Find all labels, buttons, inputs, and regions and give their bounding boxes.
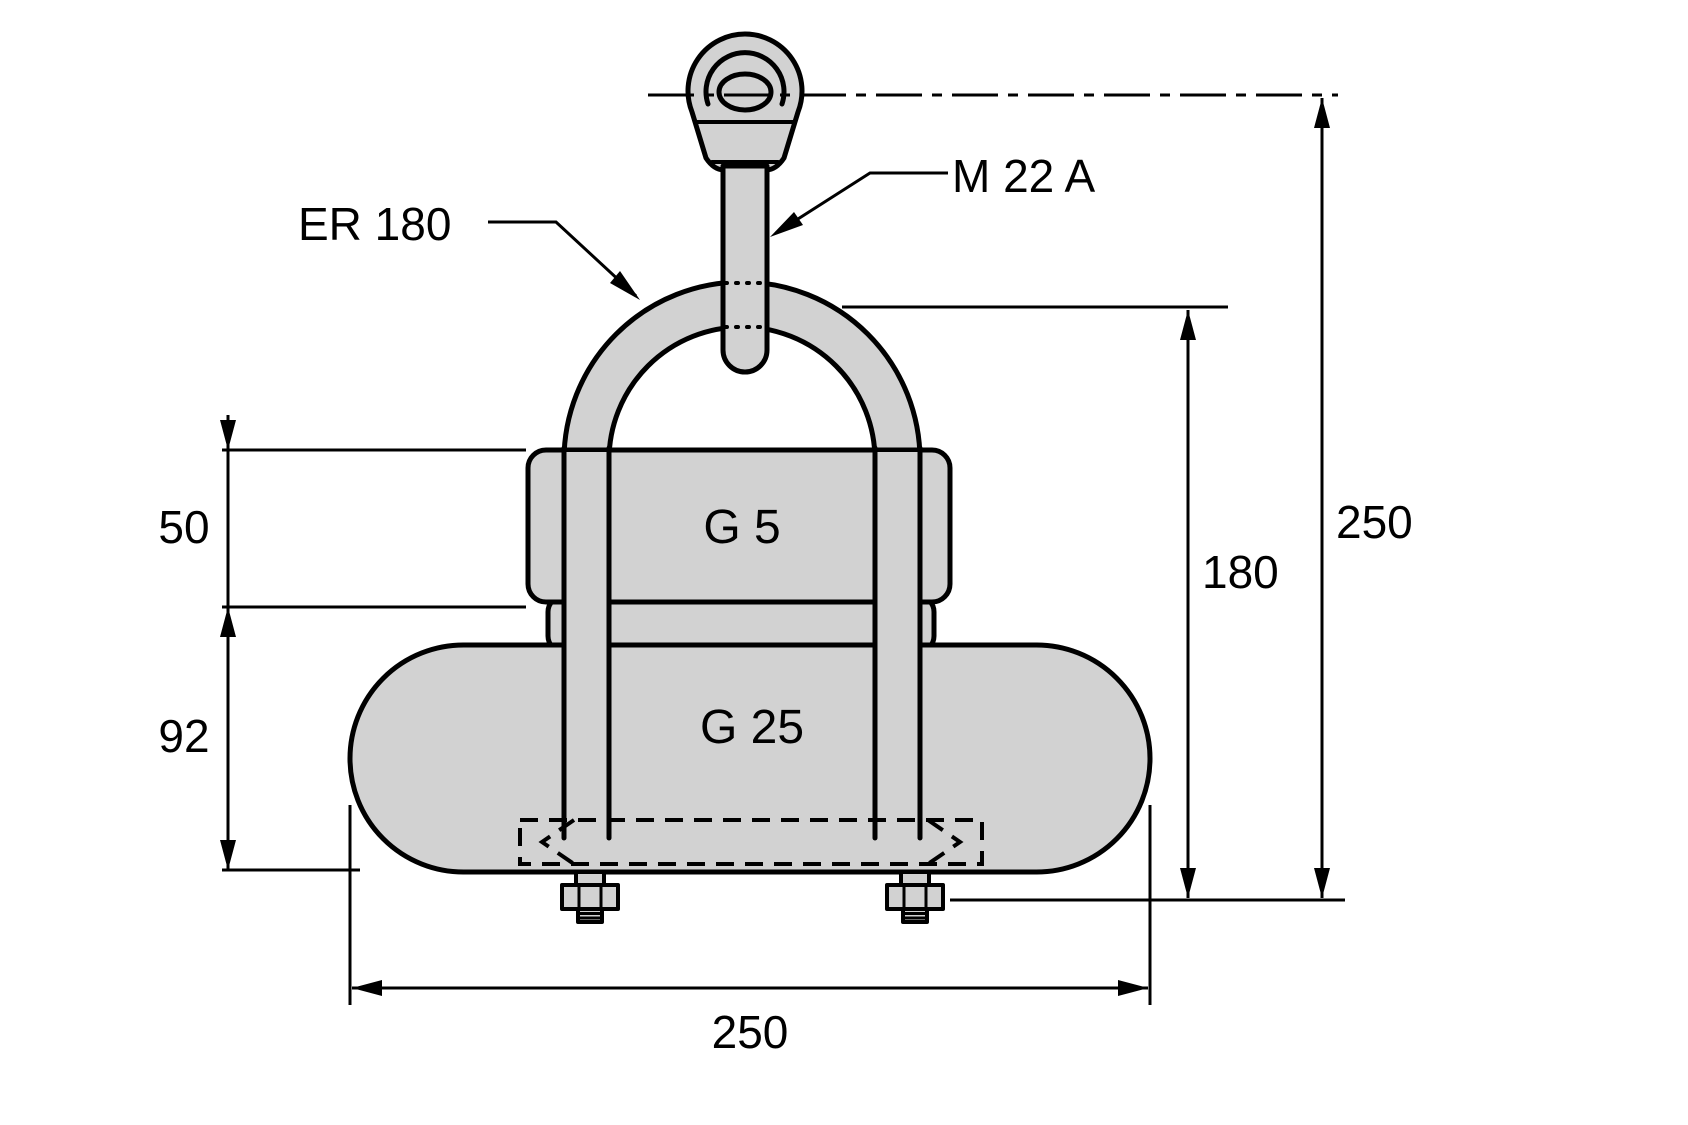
clamp-bar-right-chevron [926, 818, 964, 866]
threaded-stud [720, 163, 770, 375]
clamp-bar-outline [518, 818, 984, 866]
lower-block [347, 642, 1153, 875]
dim-clamp-height: 180 [1202, 546, 1279, 598]
right-bolt [885, 870, 945, 924]
arrow-total-width-left [352, 980, 382, 996]
arrow-leader-shackle [610, 271, 640, 300]
drawing-texts: ER 180 M 22 A G 5 G 25 50 92 180 250 250 [158, 150, 1412, 1058]
arrow-lower-block-bottom [220, 840, 236, 870]
arrow-upper-block-top [220, 420, 236, 450]
arrowheads [220, 98, 1330, 996]
arrow-leader-thread [770, 212, 803, 237]
clevis-eye-hole [716, 71, 774, 113]
left-bolt-thread-tip [576, 907, 604, 924]
dim-total-width: 250 [712, 1006, 789, 1058]
arrow-blocks-middle [220, 607, 236, 637]
clamp-bar-left-chevron [538, 818, 576, 866]
label-lower-weight: G 25 [700, 701, 804, 754]
label-shackle-model: ER 180 [298, 198, 451, 250]
arrow-clamp-height-bottom [1180, 868, 1196, 898]
label-thread-spec: M 22 A [952, 150, 1096, 202]
arrow-total-height-top [1314, 98, 1330, 128]
dimension-lines [222, 98, 1345, 1005]
assembly-shapes [347, 31, 1153, 924]
bow-right-leg-fill [877, 452, 918, 836]
left-bolt-head [560, 883, 620, 911]
arrow-total-height-bottom [1314, 868, 1330, 898]
hidden-thread-lines [723, 281, 767, 329]
bow-left-leg-fill [566, 452, 607, 836]
dim-total-height: 250 [1336, 496, 1413, 548]
leader-line-thread [775, 171, 948, 235]
arrow-clamp-height-top [1180, 310, 1196, 340]
right-bolt-thread-tip [901, 907, 929, 924]
left-bolt [560, 870, 620, 924]
leader-line-shackle [488, 220, 638, 298]
dim-upper-block-height: 50 [158, 501, 209, 553]
clevis-eye-inner-arc [703, 50, 787, 107]
upper-block [525, 447, 953, 605]
arrow-total-width-right [1118, 980, 1148, 996]
right-bolt-head [885, 883, 945, 911]
hidden-clamp-bar [518, 818, 984, 866]
label-upper-weight: G 5 [703, 501, 780, 554]
dim-lower-block-height: 92 [158, 710, 209, 762]
